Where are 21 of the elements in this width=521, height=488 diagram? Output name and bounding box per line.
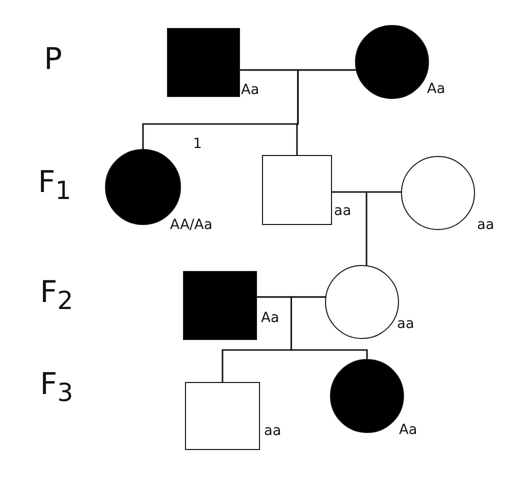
male-square	[183, 271, 257, 340]
male-square	[167, 28, 240, 97]
male-square	[185, 382, 260, 450]
generation-label: F$_{1}$	[38, 168, 72, 203]
pedigree-line	[366, 191, 402, 266]
generation-label: P	[44, 45, 62, 75]
genotype-label: Aa	[261, 311, 280, 325]
generation-label: F$_{3}$	[40, 370, 74, 405]
genotype-label: aa	[334, 204, 352, 218]
pedigree-line	[290, 296, 368, 359]
male-square	[262, 155, 332, 225]
genotype-label: Aa	[241, 83, 260, 97]
genotype-label: Aa	[399, 423, 418, 437]
genotype-label: aa	[477, 218, 494, 232]
pedigree-line	[296, 69, 356, 155]
generation-label: F$_{2}$	[40, 278, 74, 313]
genotype-label: Aa	[427, 82, 446, 96]
genotype-label: aa	[264, 424, 282, 438]
genotype-label: 1	[193, 137, 202, 151]
genotype-label: aa	[397, 317, 414, 331]
genotype-label: AA/Aa	[170, 218, 212, 232]
